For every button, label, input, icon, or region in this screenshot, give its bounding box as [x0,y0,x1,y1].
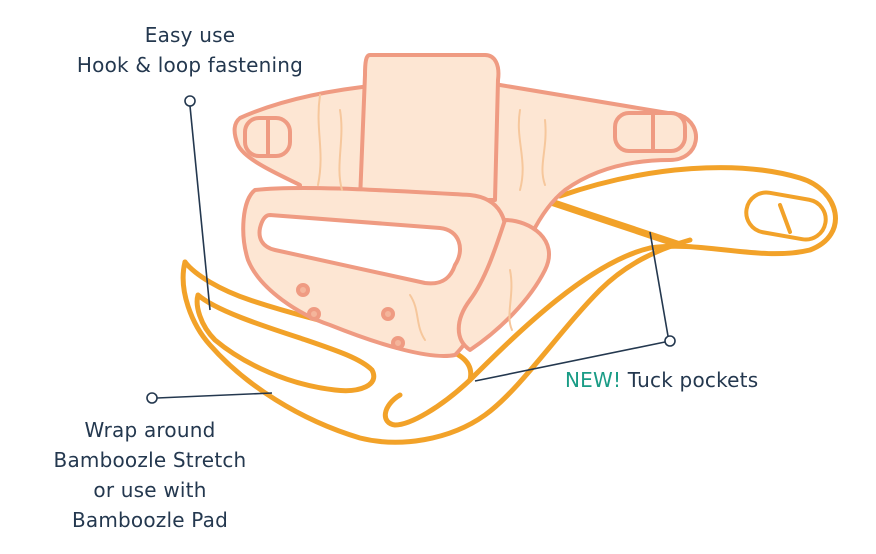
right-wing-tab [613,111,687,153]
pointer-dot-fastening [184,95,196,107]
wrap-inner-fold [194,292,377,394]
fastening-label-line-2: Hook & loop fastening [76,53,304,77]
wrap-label-line-3: or use with [93,478,207,502]
wrap-label-line-4: Bamboozle Pad [71,508,229,532]
snap-3 [381,307,395,321]
pockets-label-text: Tuck pockets [627,368,759,392]
new-badge: NEW! [565,368,622,392]
pointer-wrap [146,392,273,404]
pointer-dot-pockets [664,335,676,347]
fastening-label: Easy use Hook & loop fastening [40,20,340,80]
snap-4 [391,336,405,350]
fabric-creases [317,94,547,341]
front-panel-window [257,213,462,286]
tuck-pocket-stripe [541,196,684,249]
pointer-pockets [474,231,676,382]
nappy-leg-flap [456,218,551,352]
wrap-label: Wrap around Bamboozle Stretch or use wit… [10,415,290,535]
wrap-label-line-1: Wrap around [84,418,216,442]
pointer-dot-wrap [146,392,158,404]
wrap-hook-tab [744,190,828,242]
wrap-lower-body [180,237,693,445]
snap-1 [296,283,310,297]
nappy-body [232,53,698,358]
wrap-label-line-2: Bamboozle Stretch [53,448,247,472]
nappy-back-panel [358,53,501,202]
pockets-label: NEW! Tuck pockets [565,365,805,395]
pointer-fastening [184,95,211,311]
snap-2 [307,307,321,321]
fastening-label-line-1: Easy use [144,23,236,47]
